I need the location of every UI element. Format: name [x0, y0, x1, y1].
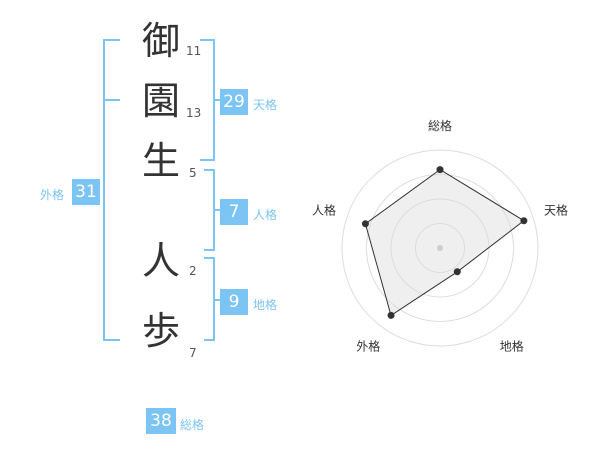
radar-point: [453, 268, 461, 276]
chikaku-badge: 9: [220, 289, 248, 315]
name-char-5: 歩: [141, 309, 180, 353]
gaikaku-bracket: [103, 39, 120, 341]
soukaku-label: 総格: [180, 418, 205, 432]
radar-ring: [415, 223, 465, 273]
name-char-3: 生: [141, 139, 180, 183]
radar-axis-label: 天格: [544, 202, 568, 217]
radar-point: [436, 166, 444, 174]
radar-center-dot: [437, 245, 443, 251]
stroke-count-4: 2: [189, 264, 197, 278]
gaikaku-label: 外格: [40, 188, 65, 202]
radar-axis-label: 総格: [428, 118, 452, 133]
jinkaku-label: 人格: [253, 208, 278, 222]
stroke-count-1: 11: [186, 44, 202, 58]
gaikaku-badge: 31: [72, 179, 100, 205]
soukaku-badge: 38: [146, 408, 176, 434]
stroke-count-3: 5: [189, 166, 197, 180]
tenkaku-badge: 29: [220, 89, 248, 115]
name-char-1: 御: [141, 19, 180, 63]
tenkaku-label: 天格: [253, 98, 278, 112]
radar-axis-label: 人格: [312, 202, 336, 217]
radar-point: [387, 311, 395, 319]
stroke-count-5: 7: [189, 346, 197, 360]
radar-ring: [341, 149, 539, 347]
radar-point: [520, 217, 528, 225]
chikaku-label: 地格: [253, 298, 278, 312]
radar-ring: [366, 174, 514, 322]
stroke-count-2: 13: [186, 106, 202, 120]
name-char-2: 園: [141, 79, 180, 123]
radar-point: [361, 220, 369, 228]
jinkaku-badge: 7: [220, 199, 248, 225]
radar-axis-label: 地格: [500, 339, 524, 354]
name-char-4: 人: [141, 239, 180, 283]
radar-area: [364, 168, 525, 317]
radar-axis-label: 外格: [356, 339, 380, 354]
radar-points: [361, 166, 528, 319]
